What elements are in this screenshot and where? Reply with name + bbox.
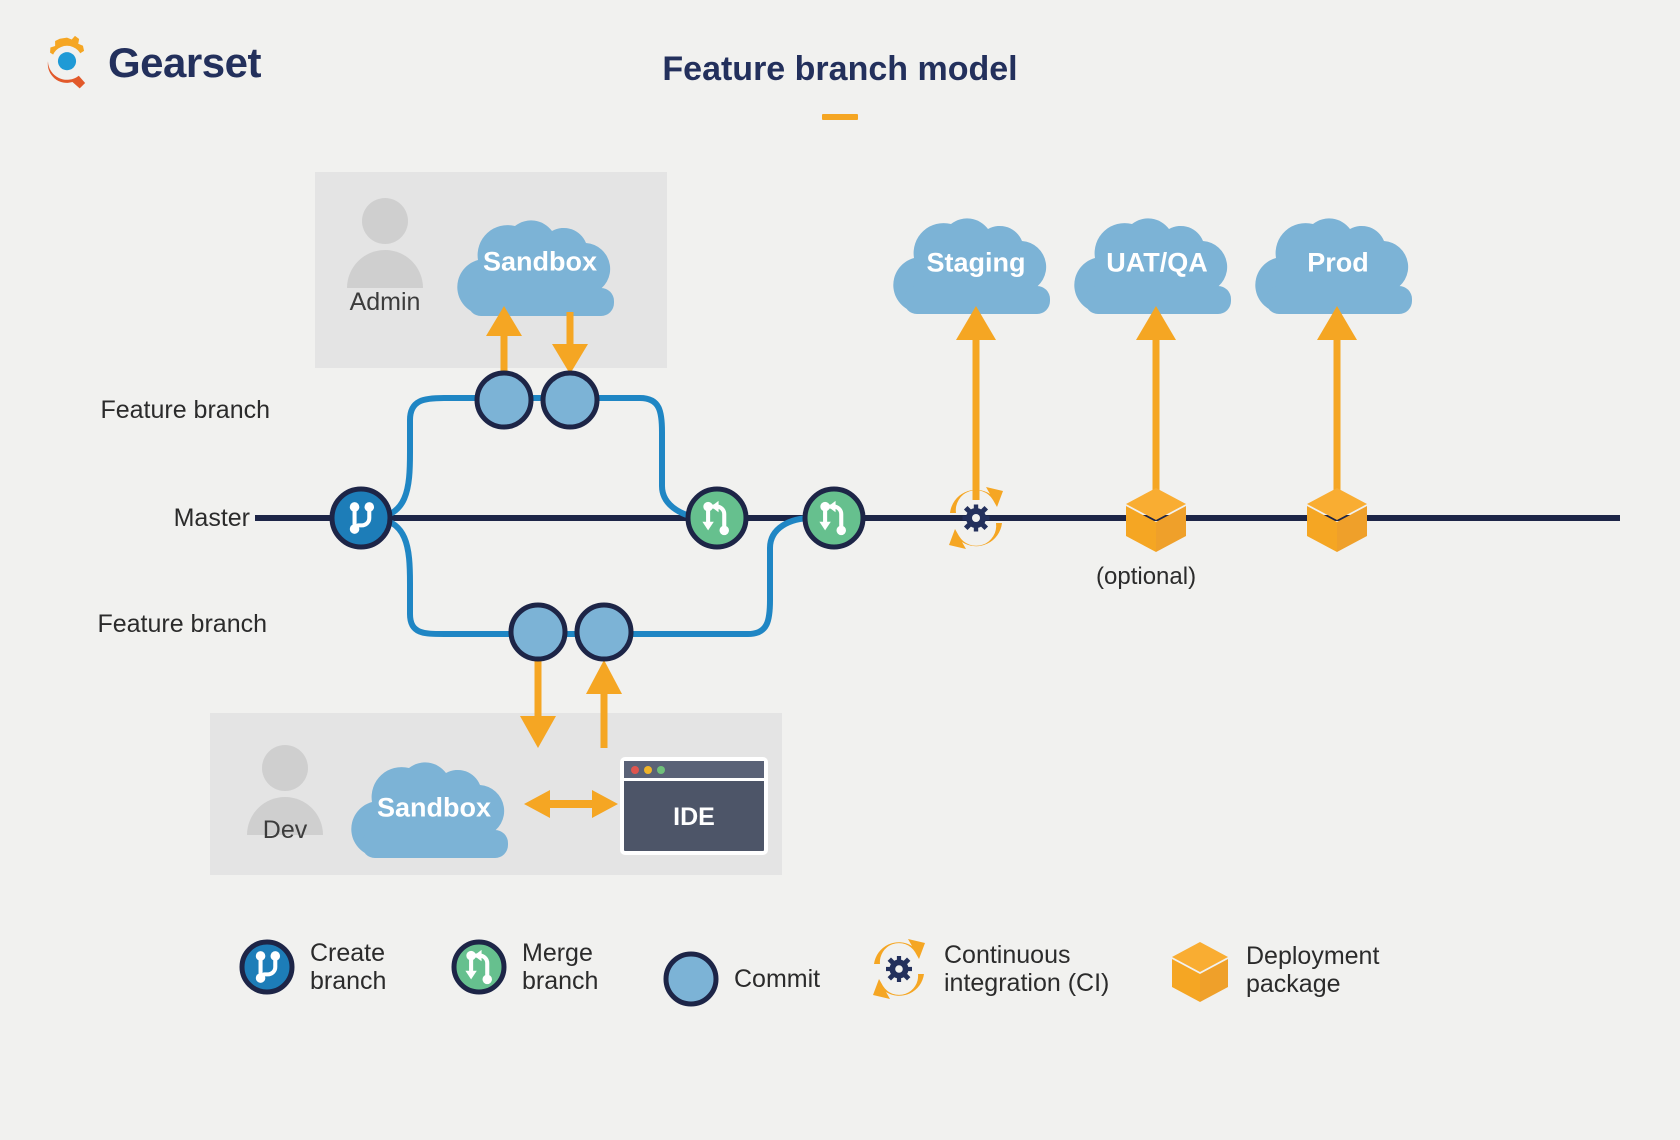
create-branch-icon [239,939,295,995]
merge-branch-icon [451,939,507,995]
cloud-icon [893,218,1050,314]
legend-item-deployment-package: Deployment package [1168,938,1379,1002]
feature-branch-bottom-wire [367,515,815,637]
commit-node-top-2[interactable] [540,370,600,430]
legend-item-continuous-integration: Continuous integration (CI) [868,938,1109,1000]
deployment-package-icon [1172,942,1228,1002]
person-body [347,250,423,288]
legend-item-commit: Commit [662,950,820,1008]
window-dot-yellow [644,765,652,774]
dev-label: Dev [262,816,308,844]
optional-label: (optional) [1096,563,1197,590]
arrow-up-icon-prod [1317,306,1357,510]
merge-branch-node-1[interactable] [685,486,749,550]
legend-label-commit: Commit [734,965,821,993]
deployment-package-icon-prod[interactable] [1307,488,1367,552]
env-cloud-uat-qa: UAT/QA [1071,198,1243,318]
legend-label-deployment-package: Deployment package [1246,942,1380,998]
ide-window-icon: IDE [620,757,768,855]
legend-item-merge-branch: Merge branch [450,938,598,996]
commit-node-bottom-2[interactable] [574,602,634,662]
admin-sandbox-cloud: Sandbox [454,200,626,320]
ide-title-bar [624,761,764,781]
person-head [362,198,408,244]
window-dot-red [631,765,639,774]
feature-branch-top-wire [367,395,709,521]
person-head [262,745,308,791]
person-icon [240,745,330,837]
cloud-icon [1255,218,1412,314]
create-branch-node[interactable] [329,486,393,550]
brand-name: Gearset [108,39,261,86]
continuous-integration-icon[interactable] [949,487,1003,549]
cloud-icon [457,220,614,316]
page-title: Feature branch model [662,50,1018,88]
ide-label: IDE [673,802,715,831]
commit-node-top-1[interactable] [474,370,534,430]
continuous-integration-icon [873,939,925,999]
merge-branch-node-2[interactable] [802,486,866,550]
dev-sandbox-cloud: Sandbox [348,742,520,862]
brand-logo: Gearset [38,34,261,92]
row-label-feature-branch-top: Feature branch [100,396,270,424]
legend-label-continuous-integration: Continuous integration (CI) [944,941,1110,997]
legend-item-create-branch: Create branch [238,938,386,996]
commit-node-bottom-1[interactable] [508,602,568,662]
row-label-feature-branch-bottom: Feature branch [97,610,267,638]
deployment-package-icon-uat-qa[interactable] [1126,488,1186,552]
window-dot-green [657,765,665,774]
arrow-up-icon-staging [956,306,996,500]
legend-label-merge-branch: Merge branch [522,939,599,995]
legend: Create branch Merge branch Commit [238,928,1418,1038]
cloud-icon [351,762,508,858]
admin-label: Admin [349,288,421,316]
env-cloud-staging: Staging [890,198,1062,318]
commit-icon [663,951,719,1007]
env-cloud-prod: Prod [1252,198,1424,318]
legend-label-create-branch: Create branch [310,939,387,995]
title-underline-dash [822,114,858,120]
arrow-up-icon-uat-qa [1136,306,1176,510]
row-label-master: Master [173,504,250,532]
person-icon [340,198,430,290]
gearset-gear-icon [47,35,86,89]
cloud-icon [1074,218,1231,314]
